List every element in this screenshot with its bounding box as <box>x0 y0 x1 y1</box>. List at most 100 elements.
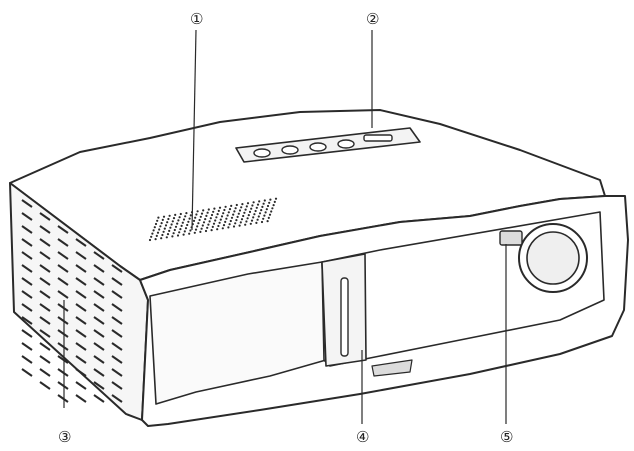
grille-dot <box>172 217 176 220</box>
vent-slot <box>39 212 51 221</box>
vent-slot <box>21 329 33 338</box>
grille-dot <box>234 207 237 210</box>
grille-dot <box>244 208 247 211</box>
grille-dot <box>202 209 205 212</box>
grille-dot <box>168 214 171 217</box>
grille-dot <box>162 215 166 218</box>
grille-dot <box>185 212 188 215</box>
vent-slot <box>75 394 87 403</box>
vent-slot <box>75 368 87 377</box>
projector-body <box>9 109 629 427</box>
grille-dot <box>200 212 204 215</box>
vent-slot <box>39 316 51 325</box>
grille-dot <box>243 211 246 214</box>
grille-dot <box>242 214 245 218</box>
grille-dot <box>188 232 191 235</box>
grille-dot <box>200 227 203 230</box>
grille-dot <box>241 203 244 206</box>
grille-dot <box>256 218 259 221</box>
grille-dot <box>236 215 239 218</box>
vent-slot <box>57 368 69 377</box>
grille-dot <box>271 207 274 210</box>
vent-slot <box>39 381 51 390</box>
vent-slot <box>93 394 105 403</box>
grille-dot <box>224 220 227 223</box>
vent-slot <box>111 355 123 364</box>
grille-dot <box>218 206 222 209</box>
vent-slot <box>111 329 123 338</box>
vent-slot <box>93 290 105 299</box>
grille-dot <box>154 238 157 241</box>
grille-dot <box>202 221 206 224</box>
vent-slot <box>75 329 87 338</box>
vent-slot <box>39 342 51 351</box>
grille-dot <box>166 233 170 236</box>
grille-dot <box>207 208 210 211</box>
grille-dot <box>269 198 272 201</box>
grille-dot <box>189 214 192 217</box>
leader-line-1 <box>191 29 197 231</box>
grille-dot <box>167 217 170 221</box>
grille-dot <box>156 231 160 234</box>
grille-dot <box>181 221 184 224</box>
grille-dot <box>172 232 175 235</box>
control-button <box>253 148 271 158</box>
grille-dot <box>158 228 161 231</box>
indicator-lamp <box>363 134 393 142</box>
grille-dot <box>222 224 226 227</box>
vent-slot <box>57 303 69 312</box>
grille-dot <box>265 208 268 211</box>
grille-dot <box>273 200 276 203</box>
vent-slot <box>57 225 69 234</box>
vent-slot <box>21 264 33 273</box>
grille-dot <box>155 234 158 237</box>
grille-dot <box>199 215 202 218</box>
grille-dot <box>250 207 253 210</box>
callout-label-5: ⑤ <box>500 428 513 446</box>
grille-dot <box>244 223 247 226</box>
grille-dot <box>209 217 212 220</box>
vent-slot <box>57 251 69 260</box>
grille-dot <box>226 214 229 217</box>
grille-dot <box>239 221 242 224</box>
grille-dot <box>156 219 159 222</box>
bottom-foot <box>371 359 413 377</box>
grille-dot <box>230 216 234 219</box>
callout-label-1: ① <box>190 10 203 28</box>
grille-dot <box>219 218 222 221</box>
grille-dot <box>240 218 244 221</box>
vent-slot <box>21 277 33 286</box>
vent-slot <box>57 316 69 325</box>
vent-slot <box>75 290 87 299</box>
vent-slot <box>39 290 51 299</box>
grille-dot <box>245 220 248 223</box>
grille-dot <box>230 204 233 207</box>
control-buttons <box>253 134 393 158</box>
control-button <box>309 142 327 152</box>
vent-slot <box>39 251 51 260</box>
grille-dot <box>260 220 264 224</box>
grille-dot <box>189 229 192 232</box>
grille-dot <box>148 238 152 242</box>
grille-dot <box>255 206 258 209</box>
grille-dot <box>268 201 271 204</box>
grille-dot <box>201 224 204 227</box>
grille-dot <box>205 214 208 217</box>
grille-dot <box>272 204 275 207</box>
grille-dot <box>162 230 165 233</box>
vent-slot <box>21 368 33 377</box>
grille-dot <box>199 230 202 233</box>
vent-slot <box>57 290 69 299</box>
grille-dot <box>224 205 227 208</box>
vent-slot <box>111 368 123 377</box>
cover-slot <box>340 277 349 357</box>
grille-dot <box>154 222 158 226</box>
grille-dot <box>176 222 179 225</box>
grille-dot <box>178 216 181 219</box>
vent-slot <box>75 238 87 247</box>
grille-dot <box>194 228 198 231</box>
vent-slot <box>93 251 105 260</box>
grille-dot <box>212 210 215 213</box>
grille-dot <box>267 216 270 219</box>
vent-slot <box>57 277 69 286</box>
